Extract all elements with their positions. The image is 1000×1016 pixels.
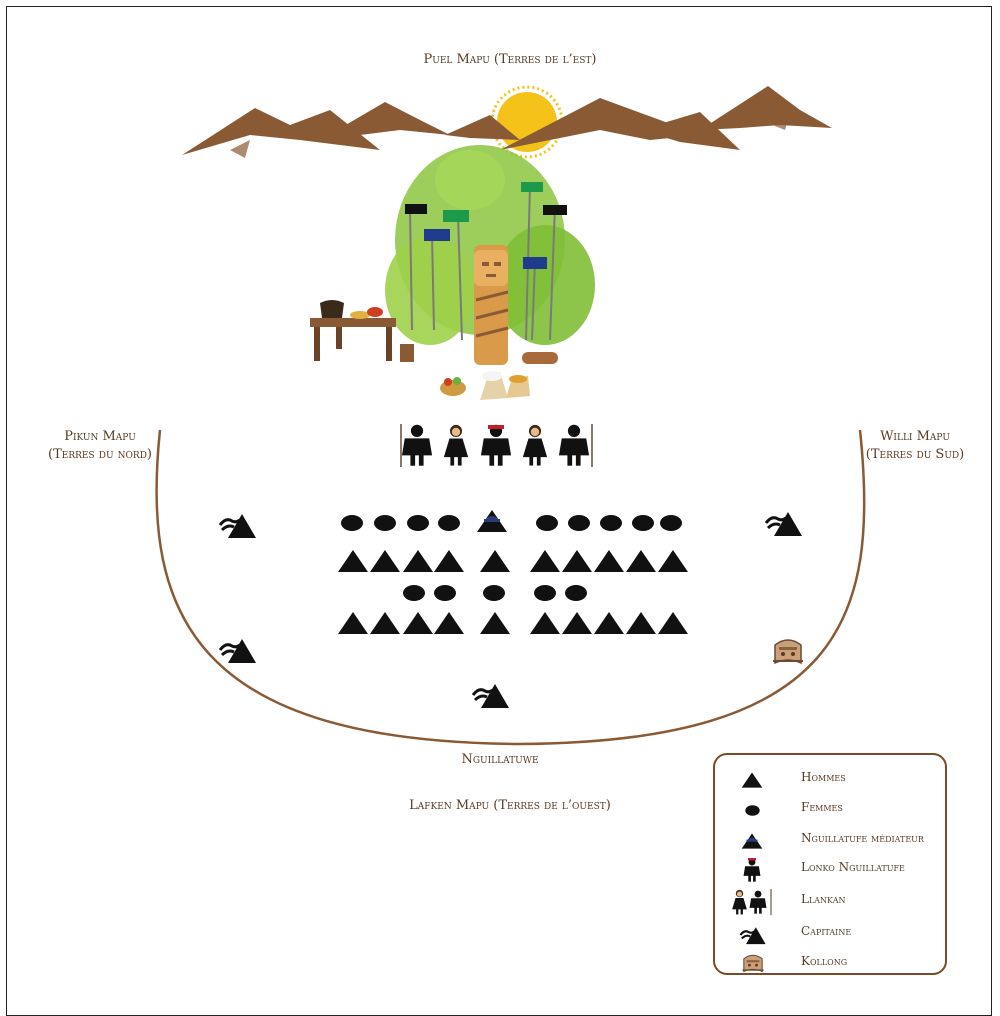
capitaine-icon	[471, 682, 511, 709]
triangle-cap-icon	[741, 833, 763, 849]
legend-item-hommes: Hommes	[715, 765, 945, 793]
sun-icon	[490, 85, 564, 159]
homme-marker	[530, 612, 560, 634]
llankan-figure	[443, 424, 469, 466]
label-pikun-mapu-line2: (Terres du nord)	[48, 447, 152, 462]
legend-label: Hommes	[801, 770, 846, 784]
nguillatufe-mediateur-marker	[477, 510, 507, 532]
capitaine-icon	[218, 512, 258, 539]
homme-marker	[594, 612, 624, 634]
femme-marker	[565, 585, 587, 601]
femme-marker	[374, 515, 396, 531]
label-nguillatuwe: Nguillatuwe	[461, 752, 539, 767]
femme-marker	[660, 515, 682, 531]
legend-label: Lonko Nguillatufe	[801, 860, 905, 874]
femme-marker	[483, 585, 505, 601]
homme-marker	[626, 550, 656, 572]
mountains-icon	[182, 86, 832, 158]
femme-marker	[632, 515, 654, 531]
homme-marker	[480, 550, 510, 572]
homme-marker	[562, 550, 592, 572]
ellipse-icon	[745, 805, 760, 816]
drum-icon	[400, 344, 414, 362]
title-lafken-mapu: Lafken Mapu (Terres de l’ouest)	[409, 798, 611, 813]
homme-marker	[562, 612, 592, 634]
femme-marker	[438, 515, 460, 531]
mask-icon	[741, 954, 765, 973]
legend-label: Llankan	[801, 892, 846, 906]
femme-marker	[403, 585, 425, 601]
legend-label: Femmes	[801, 800, 843, 814]
homme-marker	[370, 550, 400, 572]
homme-marker	[434, 612, 464, 634]
food-offerings-icon	[440, 371, 530, 400]
llankan-figure	[558, 424, 590, 466]
legend-label: Nguillatufe médiateur	[801, 831, 924, 845]
figure-pair-icon	[732, 889, 772, 915]
title-puel-mapu: Puel Mapu (Terres de l’est)	[423, 52, 597, 67]
participant-formation	[338, 510, 688, 634]
legend-item-capitaine: Capitaine	[715, 919, 945, 947]
offering-table-icon	[310, 300, 396, 361]
legend-label: Capitaine	[801, 924, 852, 938]
legend-label: Kollong	[801, 954, 848, 968]
femme-marker	[407, 515, 429, 531]
totem-icon	[474, 245, 509, 365]
homme-marker	[403, 612, 433, 634]
label-willi-mapu: Willi Mapu (Terres du Sud)	[845, 428, 985, 464]
homme-marker	[338, 612, 368, 634]
femme-marker	[600, 515, 622, 531]
legend-item-kollong: Kollong	[715, 949, 945, 977]
femme-marker	[568, 515, 590, 531]
log-icon	[522, 352, 558, 364]
lonko-row	[400, 424, 593, 467]
homme-marker	[594, 550, 624, 572]
label-pikun-mapu: Pikun Mapu (Terres du nord)	[30, 428, 170, 464]
llankan-figure	[401, 424, 433, 466]
homme-marker	[403, 550, 433, 572]
homme-marker	[434, 550, 464, 572]
legend-item-llankan: Llankan	[715, 887, 945, 915]
femme-marker	[536, 515, 558, 531]
homme-marker	[658, 550, 688, 572]
femme-marker	[341, 515, 363, 531]
llankan-figure	[522, 424, 548, 466]
triangle-icon	[741, 772, 763, 788]
homme-marker	[480, 612, 510, 634]
kollong-mask-icon	[772, 639, 804, 664]
capitaine-icon	[764, 510, 804, 537]
legend-item-lonko: Lonko Nguillatufe	[715, 855, 945, 883]
femme-marker	[534, 585, 556, 601]
poncho-figure-icon	[743, 858, 761, 882]
label-willi-mapu-line1: Willi Mapu	[880, 429, 950, 444]
femme-marker	[434, 585, 456, 601]
legend: Hommes Femmes Nguillatufe médiateur Lonk…	[713, 753, 947, 975]
arena-boundary	[155, 429, 866, 746]
capitaine-icon	[218, 637, 258, 664]
legend-item-mediateur: Nguillatufe médiateur	[715, 826, 945, 854]
legend-item-femmes: Femmes	[715, 795, 945, 823]
rehue-tree-icon	[385, 145, 595, 365]
homme-marker	[530, 550, 560, 572]
homme-marker	[338, 550, 368, 572]
lonko-nguillatufe-figure	[480, 424, 512, 466]
homme-marker	[626, 612, 656, 634]
horse-rider-icon	[739, 926, 767, 945]
homme-marker	[658, 612, 688, 634]
homme-marker	[370, 612, 400, 634]
label-pikun-mapu-line1: Pikun Mapu	[64, 429, 136, 444]
label-willi-mapu-line2: (Terres du Sud)	[865, 447, 965, 462]
